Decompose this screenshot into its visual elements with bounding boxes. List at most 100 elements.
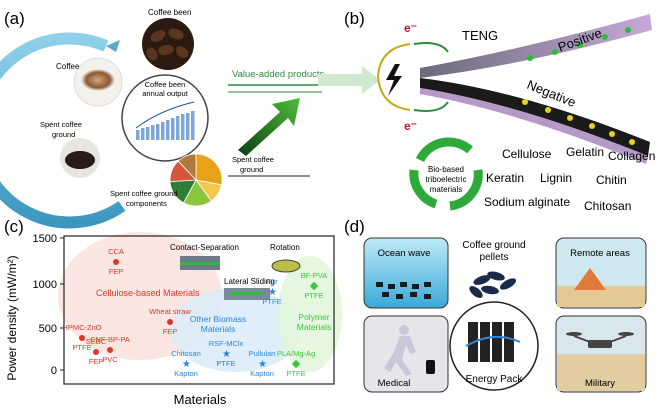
remote-ground xyxy=(557,286,645,307)
electron-arrow-top xyxy=(413,42,449,53)
point-sublabel: PVC xyxy=(102,355,118,364)
material-cellulose: Cellulose xyxy=(502,147,552,161)
region-label-polymer-1: Polymer xyxy=(298,312,329,322)
annual-output-title-2: annual output xyxy=(142,89,188,98)
recycle-text-1: Bio-based xyxy=(428,165,464,174)
coffee-label: Coffee xyxy=(56,62,80,71)
value-added-arrow xyxy=(238,98,300,156)
sensor-icon xyxy=(426,360,435,374)
point-label: SEBC xyxy=(86,337,107,346)
electron-arrow-bottom xyxy=(413,101,449,112)
annual-output-bar xyxy=(166,120,170,140)
material-sodium-alginate: Sodium alginate xyxy=(484,195,570,209)
coffee-beans xyxy=(146,28,189,61)
positive-charges xyxy=(527,27,631,61)
point-label: BF-PVA xyxy=(301,271,328,280)
electron-loop-left xyxy=(376,43,411,111)
tile-medical-label: Medical xyxy=(378,378,411,389)
tent-icon xyxy=(574,268,606,290)
drone-icon xyxy=(566,332,634,348)
inset-rotation: Rotation xyxy=(270,243,300,252)
panel-c-label: (c) xyxy=(4,217,24,236)
region-label-biomass-2: Materials xyxy=(201,324,235,334)
lightning-icon xyxy=(386,64,402,96)
tile-ocean-wave-label: Ocean wave xyxy=(378,248,431,259)
value-added-label: Value-added products xyxy=(232,69,324,80)
point-sublabel: Kapton xyxy=(250,369,274,378)
panel-b: (b) e⁻ e⁻ TENG Positive Negative Bio-bas… xyxy=(344,9,655,213)
point-marker xyxy=(79,335,85,341)
coffee-bean-photo xyxy=(142,18,194,70)
tile-military-label: Military xyxy=(585,378,615,389)
spent-ground-label-1: Spent coffee xyxy=(40,120,82,129)
point-label: Chitosan xyxy=(171,349,201,358)
components-pie xyxy=(169,153,223,207)
energy-pack-icon xyxy=(465,322,521,362)
components-label-2: components xyxy=(126,199,167,208)
y-tick-label: 0 xyxy=(51,365,57,377)
point-marker: ★ xyxy=(268,287,277,298)
material-lignin: Lignin xyxy=(540,171,572,185)
inset-lateral-sliding: Lateral Sliding xyxy=(224,277,275,286)
material-gelatin: Gelatin xyxy=(566,145,604,159)
point-marker xyxy=(291,359,301,369)
electron-top: e⁻ xyxy=(404,21,417,35)
center-title-1: Coffee ground xyxy=(462,240,525,251)
region-label-cellulose: Cellulose-based Materials xyxy=(96,288,200,298)
pellets-icon xyxy=(469,271,517,298)
annual-output-bar xyxy=(191,111,195,140)
teng-label: TENG xyxy=(462,28,498,43)
point-sublabel: PTFE xyxy=(72,343,91,352)
annual-output-bar xyxy=(181,114,185,140)
annual-output-bar xyxy=(151,125,155,140)
recycle-text-2: triboelectric xyxy=(426,175,467,184)
point-marker xyxy=(167,319,173,325)
rotation-label-1: Spent coffee xyxy=(232,155,274,164)
point-marker: ★ xyxy=(222,349,231,360)
plot-frame xyxy=(63,235,335,385)
y-tick-label: 500 xyxy=(39,323,57,335)
spent-ground-label-2: ground xyxy=(52,130,75,139)
material-collagen: Collagen xyxy=(608,149,655,163)
electron-bottom: e⁻ xyxy=(404,119,417,133)
recycle-icon xyxy=(409,137,483,211)
point-label: HPMC-ZnO xyxy=(62,323,101,332)
annual-output-bar xyxy=(176,116,180,140)
annual-output-bars xyxy=(136,111,195,140)
point-label: Wheat straw xyxy=(149,307,191,316)
cycle-arc xyxy=(0,32,126,229)
coffee-been-label: Coffee been xyxy=(148,8,191,17)
positive-label: Positive xyxy=(556,25,604,55)
region-label-biomass-1: Other Biomass xyxy=(190,314,246,324)
positive-layer xyxy=(420,14,652,78)
annual-output-bar xyxy=(146,127,150,140)
center-title-2: pellets xyxy=(480,252,509,263)
point-label: Fur xyxy=(266,277,278,286)
cycle-arrow-head xyxy=(106,40,120,52)
point-sublabel: FEP xyxy=(89,357,104,366)
tile-remote-areas-label: Remote areas xyxy=(570,248,630,259)
center-caption: Energy Pack xyxy=(466,374,524,385)
point-sublabel: Kapton xyxy=(174,369,198,378)
recycle-text-3: materials xyxy=(430,185,462,194)
y-tick-label: 1500 xyxy=(33,233,57,245)
contact-separation-layer xyxy=(180,262,220,265)
point-sublabel: PTFE xyxy=(216,359,235,368)
pie-slice xyxy=(195,153,223,186)
negative-charges xyxy=(522,99,635,145)
panel-a: (a) Coffee been Coffee Spent coffee grou… xyxy=(0,8,380,229)
point-sublabel: PTFE xyxy=(262,297,281,306)
point-marker xyxy=(309,281,319,291)
annual-output-title-1: Coffee been xyxy=(145,80,186,89)
y-axis-label: Power density (mW/m²) xyxy=(5,255,19,380)
region-biomass xyxy=(170,288,302,372)
runner-icon xyxy=(384,325,416,376)
region-polymer xyxy=(278,256,342,372)
coffee-cup-liquid xyxy=(81,69,115,91)
military-ground xyxy=(557,354,645,391)
tile-ocean-wave xyxy=(363,237,449,309)
negative-substrate xyxy=(420,88,648,164)
